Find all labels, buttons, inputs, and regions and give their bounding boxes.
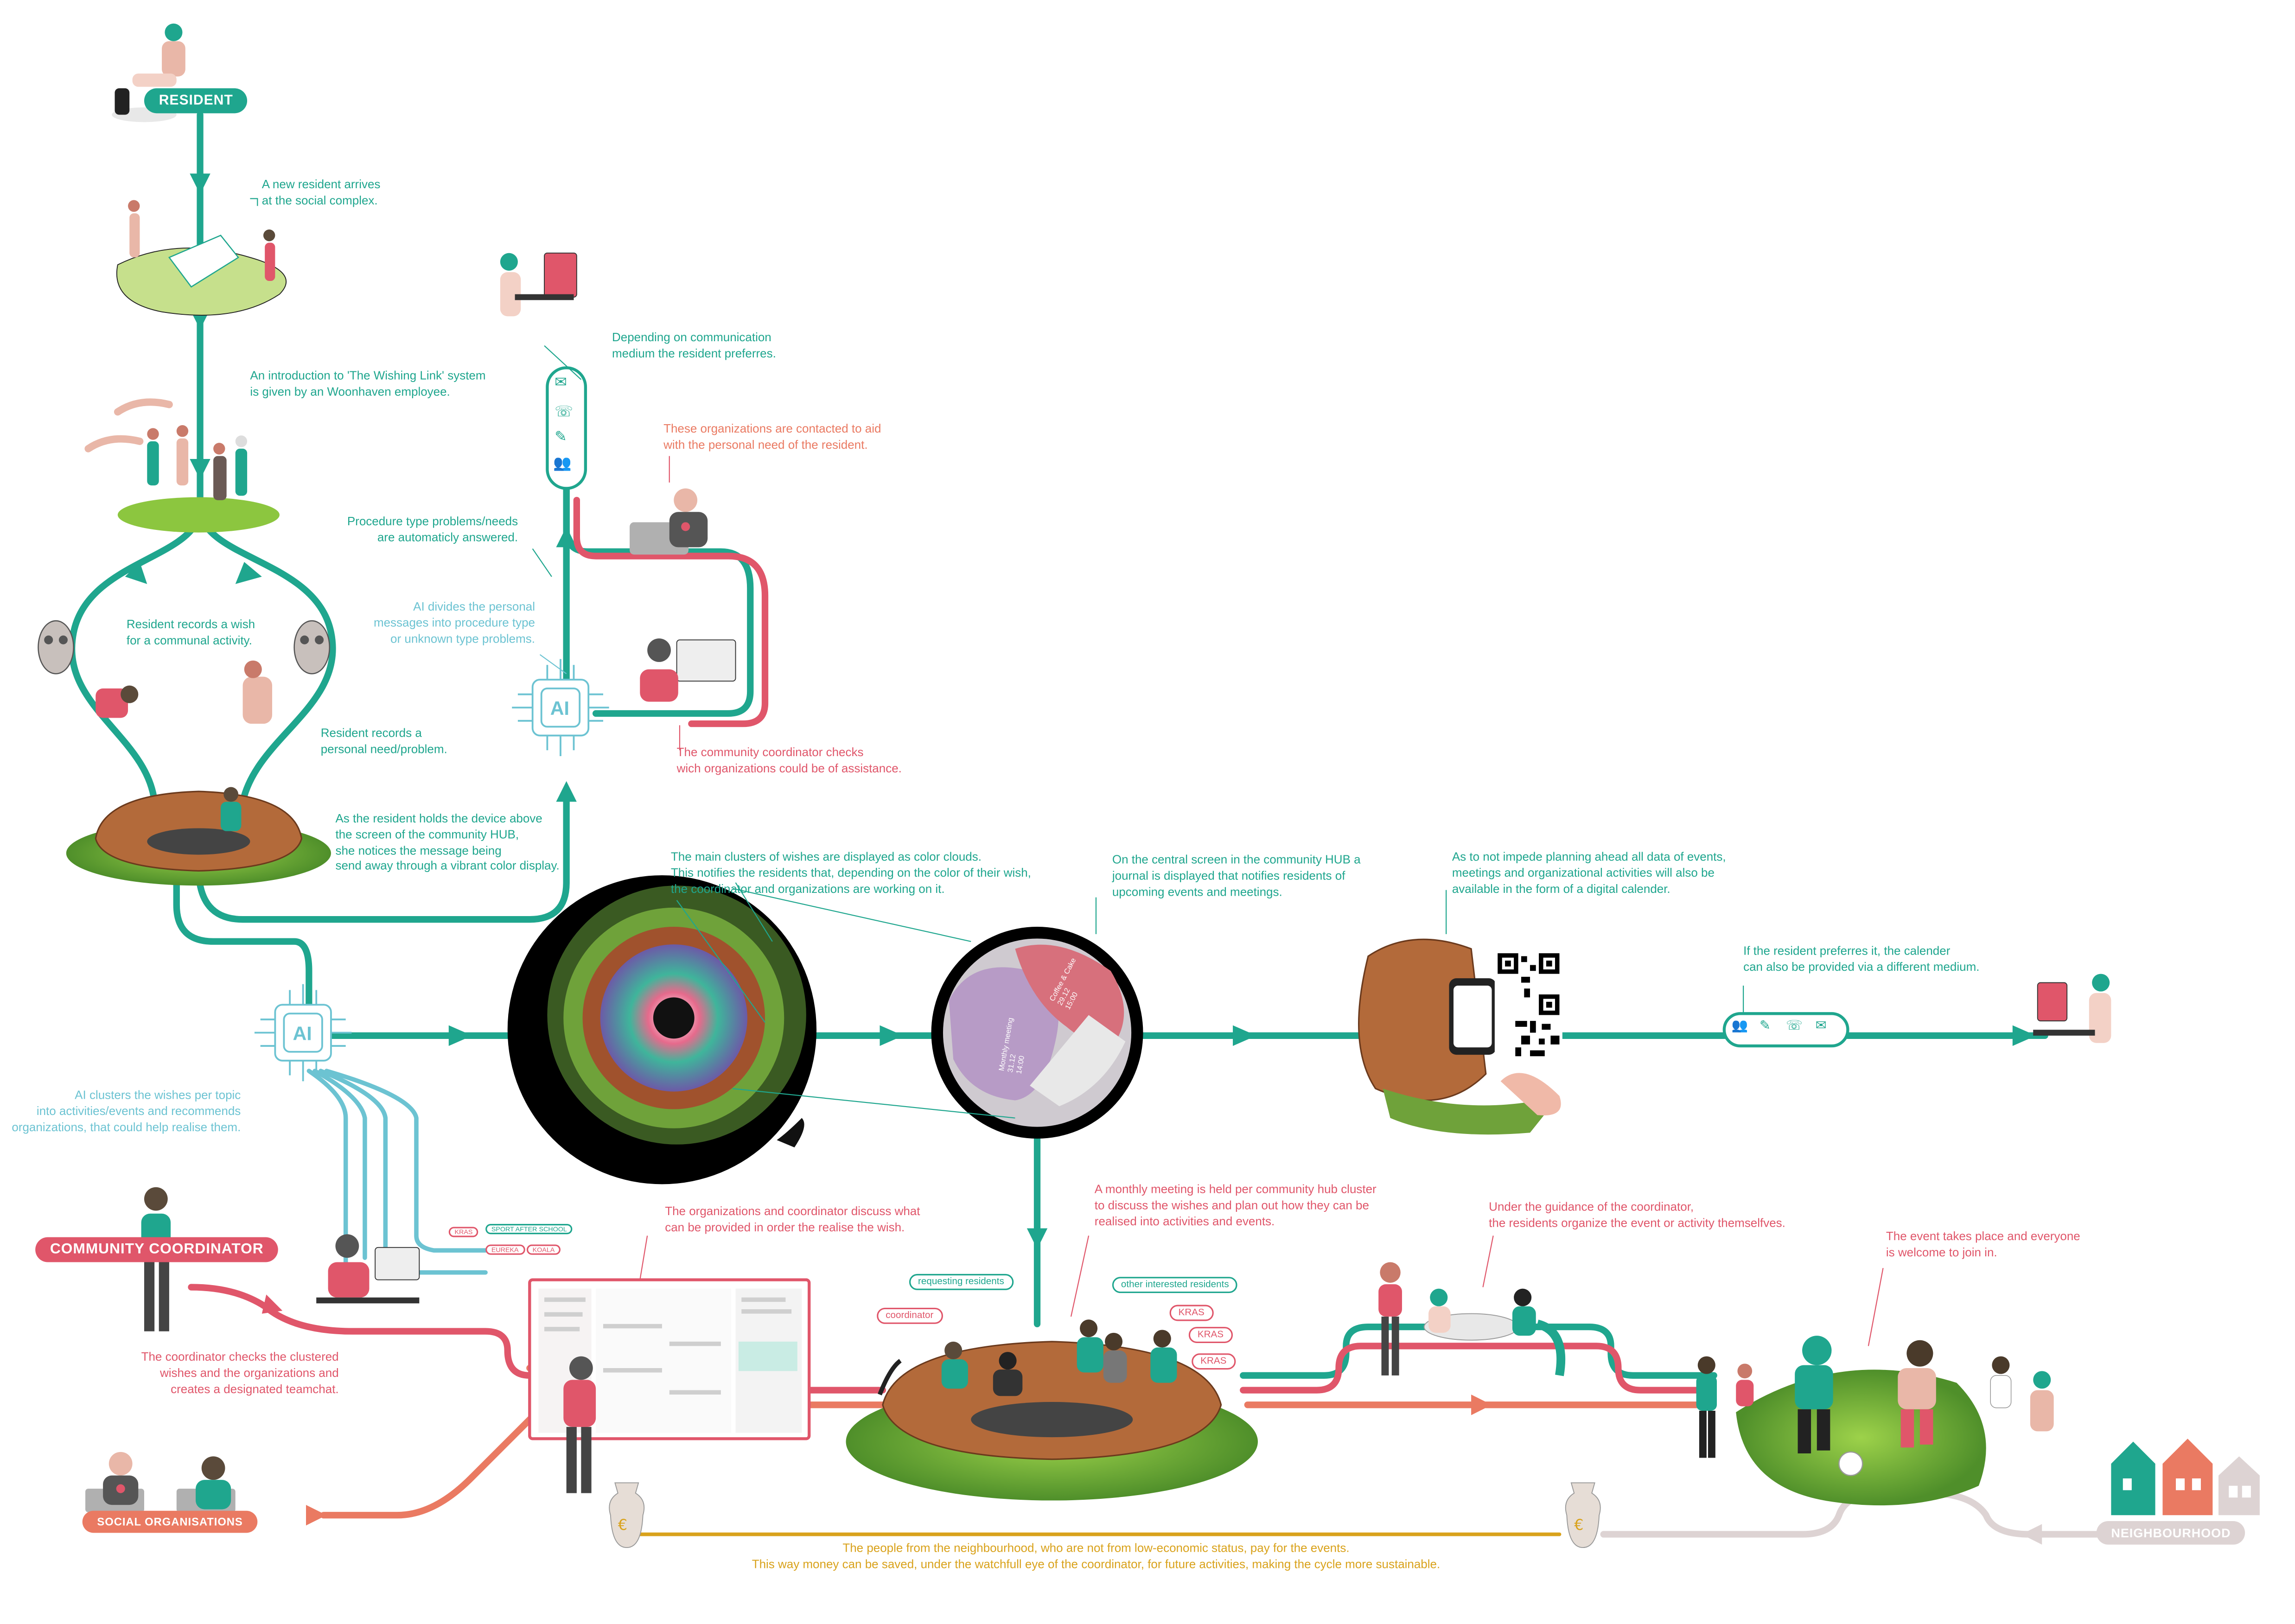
- journal-hub: [931, 927, 1143, 1139]
- note-neighbourhood-pay: The people from the neighbourhood, who a…: [752, 1541, 1441, 1571]
- note-organizations-contacted: These organizations are contacted to aid…: [663, 422, 881, 452]
- social-organisation-workers: [85, 1452, 236, 1512]
- tag-kras-3: KRAS: [1192, 1353, 1236, 1370]
- envelope-icon: ✉: [555, 375, 567, 392]
- chat-icon: ✎: [555, 429, 567, 446]
- event-scene: [1696, 1336, 2054, 1506]
- note-calender: As to not impede planning ahead all data…: [1452, 850, 1726, 896]
- tag-kras-2: KRAS: [1188, 1327, 1233, 1344]
- people-icon-h: 👥: [1731, 1018, 1748, 1033]
- qr-code-icon: [1494, 950, 1562, 1059]
- ai-chip-lower-label: AI: [293, 1022, 312, 1044]
- svg-text:€: €: [618, 1517, 627, 1534]
- meeting-hub: [846, 1319, 1258, 1501]
- social-organisations-label: SOCIAL ORGANISATIONS: [82, 1510, 258, 1533]
- medium-pill: [1722, 1012, 1849, 1048]
- resident-label: RESIDENT: [144, 88, 248, 114]
- recording-device-left: [38, 620, 139, 718]
- recording-device-right: [242, 620, 331, 724]
- coordinator-desk: [316, 1234, 420, 1304]
- tag-eureka: EUREKA: [485, 1244, 525, 1255]
- coordinator-line: [188, 1284, 533, 1379]
- hub-to-ai2-line: [195, 791, 570, 923]
- organize-scene: [1378, 1262, 1566, 1376]
- note-introduction: An introduction to 'The Wishing Link' sy…: [250, 369, 486, 399]
- note-monthly-meeting: A monthly meeting is held per community …: [1094, 1183, 1377, 1228]
- people-icon: 👥: [553, 456, 572, 472]
- note-journal: On the central screen in the community H…: [1112, 853, 1361, 898]
- tag-kras-1: KRAS: [1169, 1305, 1213, 1321]
- tag-other-interested: other interested residents: [1112, 1277, 1238, 1293]
- introduction-island: [84, 398, 280, 533]
- tag-koala: KOALA: [526, 1244, 561, 1255]
- color-cloud-hub: [507, 875, 817, 1185]
- tag-sport-after-school: SPORT AFTER SCHOOL: [485, 1224, 573, 1235]
- envelope-icon-h: ✉: [1815, 1018, 1827, 1033]
- note-organize: Under the guidance of the coordinator,th…: [1489, 1200, 1785, 1230]
- tag-kras-coord: KRAS: [448, 1227, 479, 1237]
- coordinator-orgs-line: [573, 497, 769, 727]
- note-different-medium: If the resident preferres it, the calend…: [1743, 944, 1980, 974]
- teamchat-screen: [528, 1278, 811, 1493]
- communication-pill: [546, 366, 587, 490]
- orgs-line: [320, 1364, 556, 1519]
- neighbourhood-label: NEIGHBOURHOOD: [2096, 1521, 2246, 1545]
- ai-chip-upper: [512, 659, 609, 756]
- phone-icon: ☏: [555, 404, 573, 421]
- tag-coordinator: coordinator: [877, 1307, 943, 1324]
- calendar-hub: [1358, 938, 1561, 1135]
- coordinator-computer: [640, 638, 736, 702]
- chat-icon-h: ✎: [1760, 1018, 1771, 1033]
- arrival-island: [116, 200, 287, 316]
- ai-chip-upper-label: AI: [550, 697, 569, 720]
- phone-icon-h: ☏: [1786, 1018, 1803, 1033]
- organize-coral-line: [1240, 1343, 1710, 1394]
- tag-requesting-residents: requesting residents: [909, 1274, 1013, 1290]
- wish-branch-left: [69, 504, 204, 805]
- need-branch-right: [197, 504, 336, 805]
- ai-chip-lower: [254, 984, 352, 1082]
- community-coordinator-label: COMMUNITY COORDINATOR: [35, 1237, 279, 1262]
- money-bag-icon: € €: [609, 1482, 1601, 1548]
- resident-computer-right: [2033, 974, 2111, 1043]
- svg-text:€: €: [1574, 1517, 1583, 1534]
- community-hub-small: [66, 787, 331, 886]
- note-discuss: The organizations and coordinator discus…: [665, 1204, 920, 1234]
- resident-computer: [500, 252, 577, 317]
- note-color-clouds: The main clusters of wishes are displaye…: [670, 850, 1031, 896]
- hub-to-ai-line: [173, 835, 312, 1039]
- organization-worker: [630, 488, 708, 555]
- house-icon: [2111, 1439, 2260, 1516]
